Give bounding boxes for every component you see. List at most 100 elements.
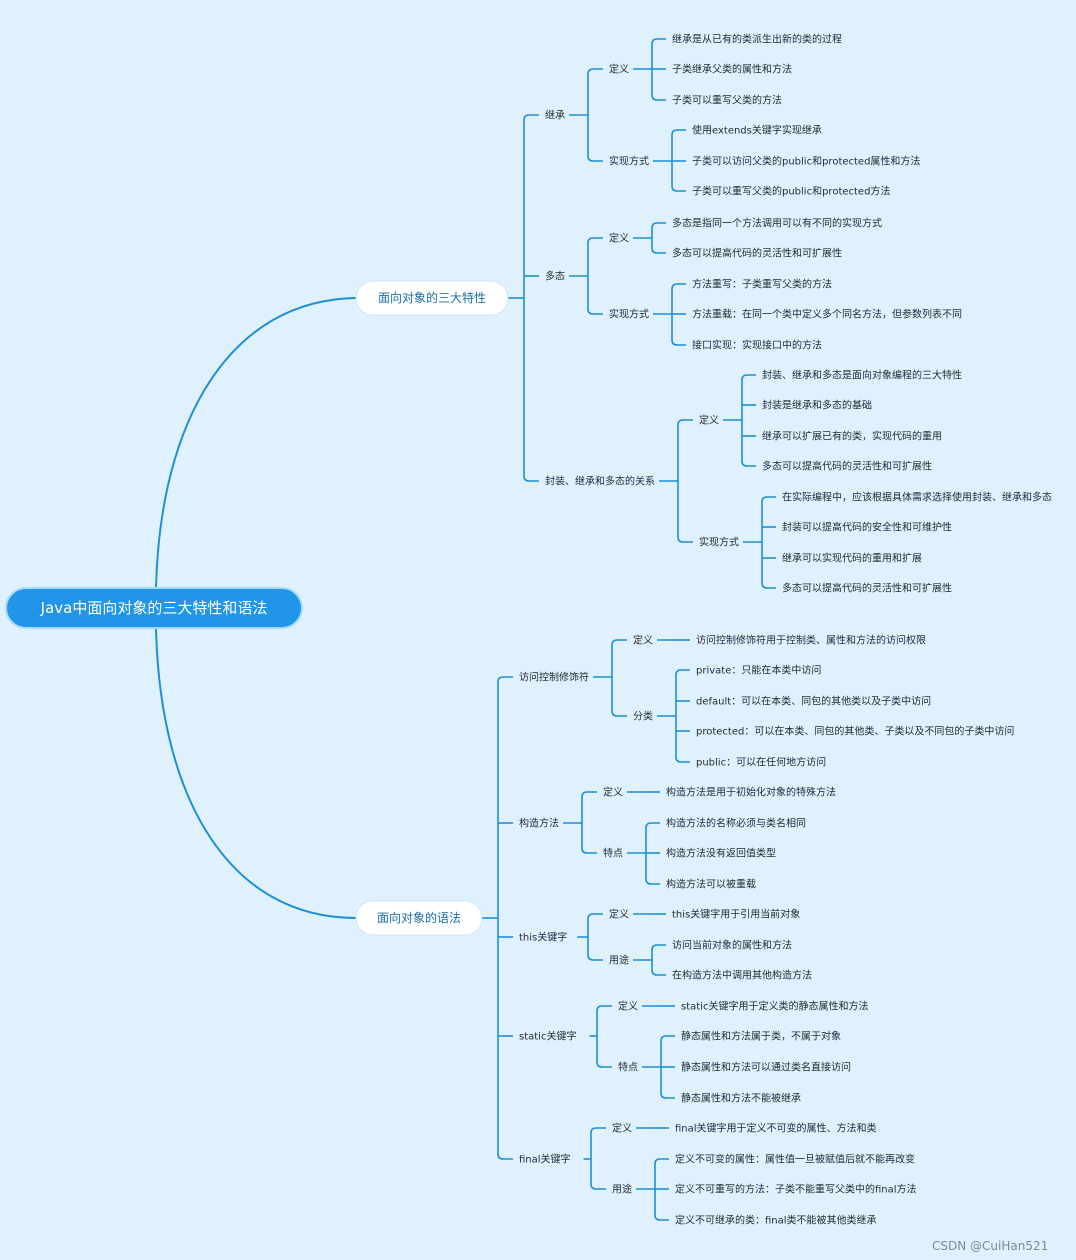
subtopic-0-0-1[interactable]: 实现方式 bbox=[609, 155, 649, 168]
leaf-0-1-0-0[interactable]: 多态是指同一个方法调用可以有不同的实现方式 bbox=[672, 217, 882, 230]
leaf-0-0-0-1[interactable]: 子类继承父类的属性和方法 bbox=[672, 63, 792, 76]
subtopic-0-1-0[interactable]: 定义 bbox=[609, 232, 629, 245]
topic-nodes: 继承定义继承是从已有的类派生出新的类的过程子类继承父类的属性和方法子类可以重写父… bbox=[519, 33, 1052, 1227]
leaf-1-4-1-2[interactable]: 定义不可继承的类：final类不能被其他类继承 bbox=[675, 1214, 877, 1227]
subtopic-0-1-1[interactable]: 实现方式 bbox=[609, 308, 649, 321]
leaf-0-1-0-1[interactable]: 多态可以提高代码的灵活性和可扩展性 bbox=[672, 247, 842, 260]
main-node-features[interactable]: 面向对象的三大特性 bbox=[355, 280, 509, 316]
topic-1-3-bracket-arm bbox=[596, 1005, 612, 1012]
leaf-1-4-1-0[interactable]: 定义不可变的属性：属性值一旦被赋值后就不能再改变 bbox=[675, 1153, 915, 1166]
subtopic-1-4-0[interactable]: 定义 bbox=[612, 1122, 632, 1135]
leaf-0-0-0-2[interactable]: 子类可以重写父类的方法 bbox=[672, 94, 782, 107]
leaf-1-3-0-0[interactable]: static关键字用于定义类的静态属性和方法 bbox=[681, 1000, 868, 1013]
subtopic-0-1-1-bracket-arm bbox=[671, 283, 686, 290]
root-node[interactable]: Java中面向对象的三大特性和语法 bbox=[5, 587, 303, 629]
subtopic-1-4-1-bracket-arm bbox=[654, 1214, 669, 1221]
main-node-syntax-label: 面向对象的语法 bbox=[377, 910, 461, 925]
leaf-0-2-0-2[interactable]: 继承可以扩展已有的类，实现代码的重用 bbox=[762, 430, 942, 443]
subtopic-0-0-0[interactable]: 定义 bbox=[609, 63, 629, 76]
leaf-0-2-1-3[interactable]: 多态可以提高代码的灵活性和可扩展性 bbox=[782, 582, 952, 595]
topic-0-0[interactable]: 继承 bbox=[545, 109, 565, 122]
leaf-0-2-0-1[interactable]: 封装是继承和多态的基础 bbox=[762, 399, 872, 412]
subtopic-1-1-1-bracket-arm bbox=[645, 878, 660, 885]
subtopic-1-3-0[interactable]: 定义 bbox=[618, 1000, 638, 1013]
leaf-1-1-1-1[interactable]: 构造方法没有返回值类型 bbox=[666, 847, 776, 860]
leaf-0-0-1-2[interactable]: 子类可以重写父类的public和protected方法 bbox=[692, 185, 890, 198]
topic-0-1-bracket-arm bbox=[587, 308, 603, 315]
topic-1-0[interactable]: 访问控制修饰符 bbox=[519, 671, 589, 684]
subtopic-1-2-1-bracket-arm bbox=[651, 944, 666, 951]
leaf-1-0-0-0[interactable]: 访问控制修饰符用于控制类、属性和方法的访问权限 bbox=[696, 634, 926, 647]
leaf-1-2-1-0[interactable]: 访问当前对象的属性和方法 bbox=[672, 939, 792, 952]
leaf-1-2-0-0[interactable]: this关键字用于引用当前对象 bbox=[672, 908, 800, 921]
subtopic-0-1-0-bracket-arm bbox=[651, 222, 666, 229]
leaf-1-0-1-3[interactable]: public：可以在任何地方访问 bbox=[696, 756, 826, 769]
subtopic-0-0-1-bracket-arm bbox=[671, 129, 686, 136]
subtopic-1-4-1[interactable]: 用途 bbox=[612, 1183, 632, 1196]
subtopic-0-2-1-bracket-arm bbox=[761, 496, 776, 503]
subtopic-1-3-1-bracket-arm bbox=[660, 1035, 675, 1042]
root-to-features-curve bbox=[155, 297, 357, 589]
leaf-1-1-1-0[interactable]: 构造方法的名称必须与类名相同 bbox=[666, 817, 806, 830]
main-node-features-label: 面向对象的三大特性 bbox=[378, 290, 486, 305]
leaf-1-3-1-0[interactable]: 静态属性和方法属于类，不属于对象 bbox=[681, 1030, 841, 1043]
leaf-0-1-1-0[interactable]: 方法重写：子类重写父类的方法 bbox=[692, 278, 832, 291]
leaf-0-2-0-0[interactable]: 封装、继承和多态是面向对象编程的三大特性 bbox=[762, 369, 962, 382]
branch-1-trunk-arm bbox=[497, 1153, 513, 1160]
leaf-0-2-1-0[interactable]: 在实际编程中，应该根据具体需求选择使用封装、继承和多态 bbox=[782, 491, 1052, 504]
topic-1-4-bracket-arm bbox=[590, 1183, 606, 1190]
subtopic-1-0-1[interactable]: 分类 bbox=[633, 710, 653, 723]
subtopic-0-2-0-bracket-arm bbox=[741, 374, 756, 381]
csdn-watermark: CSDN @CuiHan521 bbox=[932, 1239, 1048, 1253]
topic-0-2-bracket-arm bbox=[677, 419, 693, 426]
subtopic-1-3-1-bracket-arm bbox=[660, 1092, 675, 1099]
subtopic-1-4-1-bracket-arm bbox=[654, 1158, 669, 1165]
subtopic-1-2-1-bracket-arm bbox=[651, 969, 666, 976]
subtopic-1-0-0[interactable]: 定义 bbox=[633, 634, 653, 647]
leaf-1-3-1-2[interactable]: 静态属性和方法不能被继承 bbox=[681, 1092, 801, 1105]
leaf-0-0-0-0[interactable]: 继承是从已有的类派生出新的类的过程 bbox=[672, 33, 842, 46]
topic-1-1-bracket-arm bbox=[581, 791, 597, 798]
topic-0-2[interactable]: 封装、继承和多态的关系 bbox=[545, 475, 655, 488]
topic-1-2[interactable]: this关键字 bbox=[519, 931, 567, 944]
topic-1-1[interactable]: 构造方法 bbox=[519, 817, 559, 830]
leaf-0-0-1-0[interactable]: 使用extends关键字实现继承 bbox=[692, 124, 822, 137]
subtopic-0-1-0-bracket-arm bbox=[651, 247, 666, 254]
topic-1-3[interactable]: static关键字 bbox=[519, 1030, 576, 1043]
topic-1-4[interactable]: final关键字 bbox=[519, 1153, 571, 1166]
subtopic-1-1-0[interactable]: 定义 bbox=[603, 786, 623, 799]
subtopic-1-1-1[interactable]: 特点 bbox=[603, 848, 623, 860]
leaf-0-1-1-2[interactable]: 接口实现：实现接口中的方法 bbox=[692, 339, 822, 352]
leaf-0-2-1-2[interactable]: 继承可以实现代码的重用和扩展 bbox=[782, 552, 922, 565]
topic-0-1-bracket-arm bbox=[587, 237, 603, 244]
topic-0-0-bracket-arm bbox=[587, 155, 603, 162]
leaf-1-4-0-0[interactable]: final关键字用于定义不可变的属性、方法和类 bbox=[675, 1122, 877, 1135]
subtopic-1-0-1-bracket-arm bbox=[675, 669, 690, 676]
topic-1-0-bracket-arm bbox=[611, 710, 627, 717]
leaf-0-0-1-1[interactable]: 子类可以访问父类的public和protected属性和方法 bbox=[692, 155, 920, 168]
subtopic-0-2-1[interactable]: 实现方式 bbox=[699, 536, 739, 549]
leaf-1-0-1-0[interactable]: private：只能在本类中访问 bbox=[696, 664, 821, 677]
subtopic-1-2-1[interactable]: 用途 bbox=[609, 954, 629, 967]
subtopic-0-2-0[interactable]: 定义 bbox=[699, 414, 719, 427]
topic-1-2-bracket-arm bbox=[587, 913, 603, 920]
leaf-1-1-1-2[interactable]: 构造方法可以被重载 bbox=[666, 878, 756, 891]
topic-1-0-bracket-arm bbox=[611, 639, 627, 646]
leaf-1-2-1-1[interactable]: 在构造方法中调用其他构造方法 bbox=[672, 969, 812, 982]
subtopic-1-1-1-bracket-arm bbox=[645, 822, 660, 829]
leaf-0-1-1-1[interactable]: 方法重载：在同一个类中定义多个同名方法，但参数列表不同 bbox=[692, 308, 962, 321]
leaf-0-2-0-3[interactable]: 多态可以提高代码的灵活性和可扩展性 bbox=[762, 460, 932, 473]
branch-0-trunk-arm bbox=[523, 114, 539, 121]
subtopic-1-3-1[interactable]: 特点 bbox=[618, 1062, 638, 1074]
subtopic-1-2-0[interactable]: 定义 bbox=[609, 908, 629, 921]
topic-0-0-bracket-arm bbox=[587, 68, 603, 75]
leaf-0-2-1-1[interactable]: 封装可以提高代码的安全性和可维护性 bbox=[782, 521, 952, 534]
leaf-1-1-0-0[interactable]: 构造方法是用于初始化对象的特殊方法 bbox=[666, 786, 836, 799]
leaf-1-3-1-1[interactable]: 静态属性和方法可以通过类名直接访问 bbox=[681, 1061, 851, 1074]
leaf-1-0-1-2[interactable]: protected：可以在本类、同包的其他类、子类以及不同包的子类中访问 bbox=[696, 725, 1014, 738]
leaf-1-0-1-1[interactable]: default：可以在本类、同包的其他类以及子类中访问 bbox=[696, 695, 931, 708]
topic-0-1[interactable]: 多态 bbox=[545, 270, 565, 283]
main-node-syntax[interactable]: 面向对象的语法 bbox=[355, 900, 483, 936]
leaf-1-4-1-1[interactable]: 定义不可重写的方法：子类不能重写父类中的final方法 bbox=[675, 1183, 917, 1196]
branch-0-trunk-arm bbox=[523, 475, 539, 482]
